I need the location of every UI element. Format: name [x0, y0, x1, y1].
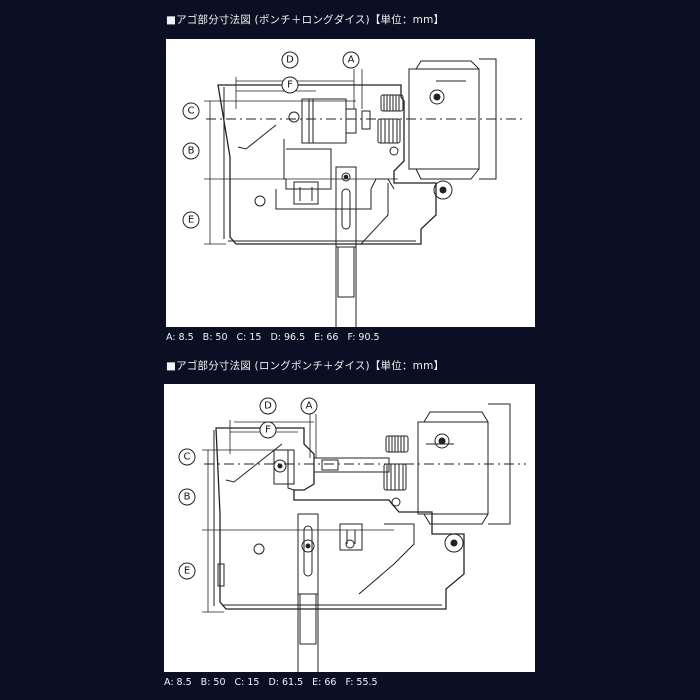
dimension-value: C: 15	[234, 677, 260, 688]
dimension-marker-E	[182, 211, 200, 229]
label-A: A	[306, 401, 313, 412]
dimension-marker-B	[178, 488, 196, 506]
dimension-value: B: 50	[202, 332, 228, 343]
dimension-value: D: 61.5	[268, 677, 304, 688]
dimension-marker-D	[281, 51, 299, 69]
figure-1-caption: ■アゴ部分寸法図 (ポンチ＋ロングダイス)【単位：mm】	[166, 14, 445, 26]
label-B: B	[188, 146, 195, 157]
dimension-marker-A	[300, 397, 318, 415]
dimension-marker-F	[259, 421, 277, 439]
dimension-value: A: 8.5	[166, 332, 194, 343]
jaw-dimension-drawing-2: D A F C B E	[178, 397, 526, 672]
figure-2-diagram: D A F C B E	[164, 384, 535, 672]
label-F: F	[265, 425, 271, 436]
figure-1-dimension-list: A: 8.5 B: 50 C: 15 D: 96.5 E: 66 F: 90.5	[166, 332, 389, 343]
label-C: C	[184, 452, 191, 463]
figure-1-diagram: D A F C B E	[166, 39, 535, 327]
dimension-value: C: 15	[236, 332, 262, 343]
dimension-value: D: 96.5	[270, 332, 306, 343]
dimension-marker-C	[182, 102, 200, 120]
dimension-marker-E	[178, 562, 196, 580]
dimension-value: E: 66	[314, 332, 339, 343]
label-A: A	[348, 55, 355, 66]
dimension-marker-D	[259, 397, 277, 415]
dimension-value: E: 66	[312, 677, 337, 688]
dimension-value: B: 50	[200, 677, 226, 688]
dimension-value: F: 55.5	[345, 677, 378, 688]
dimension-value: F: 90.5	[347, 332, 380, 343]
label-E: E	[184, 566, 190, 577]
label-E: E	[188, 215, 194, 226]
dimension-value: A: 8.5	[164, 677, 192, 688]
dimension-marker-C	[178, 448, 196, 466]
dimension-marker-F	[281, 76, 299, 94]
label-D: D	[264, 401, 272, 412]
label-D: D	[286, 55, 294, 66]
label-C: C	[188, 106, 195, 117]
label-B: B	[184, 492, 191, 503]
dimension-marker-B	[182, 142, 200, 160]
label-F: F	[287, 80, 293, 91]
figure-2-dimension-list: A: 8.5 B: 50 C: 15 D: 61.5 E: 66 F: 55.5	[164, 677, 387, 688]
jaw-dimension-drawing-1: D A F C B E	[182, 51, 526, 327]
figure-2-caption: ■アゴ部分寸法図 (ロングポンチ＋ダイス)【単位：mm】	[166, 360, 445, 372]
dimension-marker-A	[342, 51, 360, 69]
